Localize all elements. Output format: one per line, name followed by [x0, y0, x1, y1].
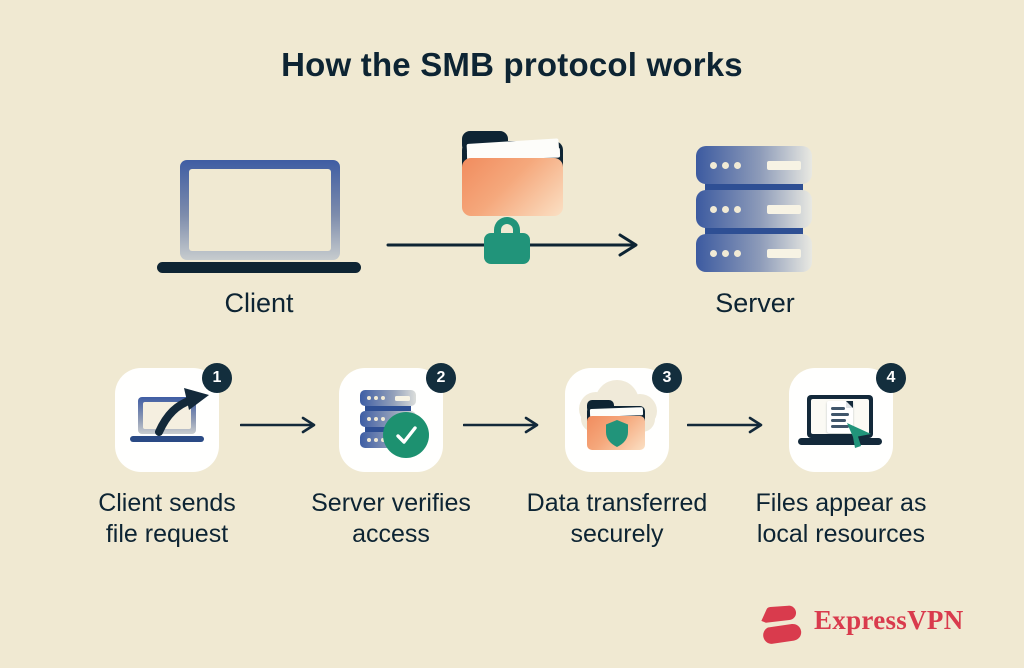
step-label-line: Files appear as [755, 489, 927, 517]
send-arrow-icon [155, 388, 209, 436]
checkmark-icon [396, 426, 417, 444]
rack-led [734, 249, 741, 257]
laptop-screen-frame [180, 160, 340, 260]
step-label-4: Files appear as local resources [729, 488, 953, 550]
step-arrow-icon [463, 416, 539, 434]
rack-led [374, 417, 378, 421]
rack-unit [696, 190, 812, 228]
rack-led [367, 396, 371, 400]
rack-led [367, 438, 371, 442]
step-number-badge-4: 4 [876, 363, 906, 393]
rack-slot [767, 160, 801, 170]
step-card-2 [339, 368, 443, 472]
rack-led [367, 417, 371, 421]
step-arrow-icon [240, 416, 316, 434]
rack-led [710, 205, 717, 213]
server-verified-check-icon [339, 368, 443, 472]
rack-led [722, 249, 729, 257]
rack-led [381, 417, 385, 421]
step-label-line: Data transferred [526, 489, 708, 517]
client-label: Client [224, 288, 294, 318]
brand-footer: ExpressVPN [757, 599, 963, 647]
lock-shackle [494, 217, 520, 241]
server-label: Server [715, 288, 795, 318]
mini-rack-unit [360, 390, 416, 406]
step-number-badge-2: 2 [426, 363, 456, 393]
rack-led [734, 161, 741, 169]
document-line [831, 419, 846, 422]
document-icon [827, 401, 853, 433]
step-number-badge-1: 1 [202, 363, 232, 393]
laptop-local-file-icon [789, 368, 893, 472]
document-line [831, 407, 845, 410]
step-label-line: local resources [756, 520, 926, 548]
shield-icon [606, 420, 628, 447]
folder-front [462, 158, 563, 216]
rack-led [374, 396, 378, 400]
rack-led [734, 205, 741, 213]
laptop-screen [189, 169, 331, 251]
step-card-4 [789, 368, 893, 472]
step-label-3: Data transferred securely [505, 488, 729, 550]
laptop-base [157, 262, 361, 273]
mini-laptop-base [130, 436, 204, 442]
step-label-2: Server verifies access [279, 488, 503, 550]
rack-led [381, 396, 385, 400]
step-arrow-icon [687, 416, 763, 434]
lock-body [484, 233, 530, 264]
page-title: How the SMB protocol works [281, 46, 743, 83]
document-line [831, 413, 849, 416]
step-label-line: Server verifies [311, 489, 471, 517]
step-number-badge-3: 3 [652, 363, 682, 393]
lock-icon [484, 217, 530, 265]
step-label-line: Client sends [98, 489, 236, 517]
brand-wordmark: ExpressVPN [814, 605, 964, 635]
rack-unit [696, 234, 812, 272]
document-line [831, 425, 849, 428]
rack-led [710, 161, 717, 169]
rack-led [374, 438, 378, 442]
rack-slot [395, 395, 410, 401]
step-label-1: Client sends file request [55, 488, 279, 550]
mini-rack-connector [365, 404, 411, 411]
document-fold [846, 401, 853, 408]
mini-laptop-base [798, 438, 882, 445]
check-circle-icon [383, 412, 429, 458]
shared-folder-icon [460, 131, 565, 219]
laptop-send-request-icon [115, 368, 219, 472]
rack-slot [767, 248, 801, 258]
server-icon [696, 146, 814, 274]
rack-unit [696, 146, 812, 184]
step-label-line: securely [570, 520, 664, 548]
step-label-line: file request [105, 520, 229, 548]
step-card-3 [565, 368, 669, 472]
step-card-1 [115, 368, 219, 472]
rack-slot [767, 204, 801, 214]
cloud-folder-shield-icon [565, 368, 669, 472]
step-label-line: access [352, 520, 430, 548]
client-laptop-icon [157, 158, 361, 274]
cursor-icon [847, 423, 871, 448]
rack-led [722, 205, 729, 213]
expressvpn-logo-icon [761, 605, 802, 644]
rack-led [710, 249, 717, 257]
rack-led [722, 161, 729, 169]
